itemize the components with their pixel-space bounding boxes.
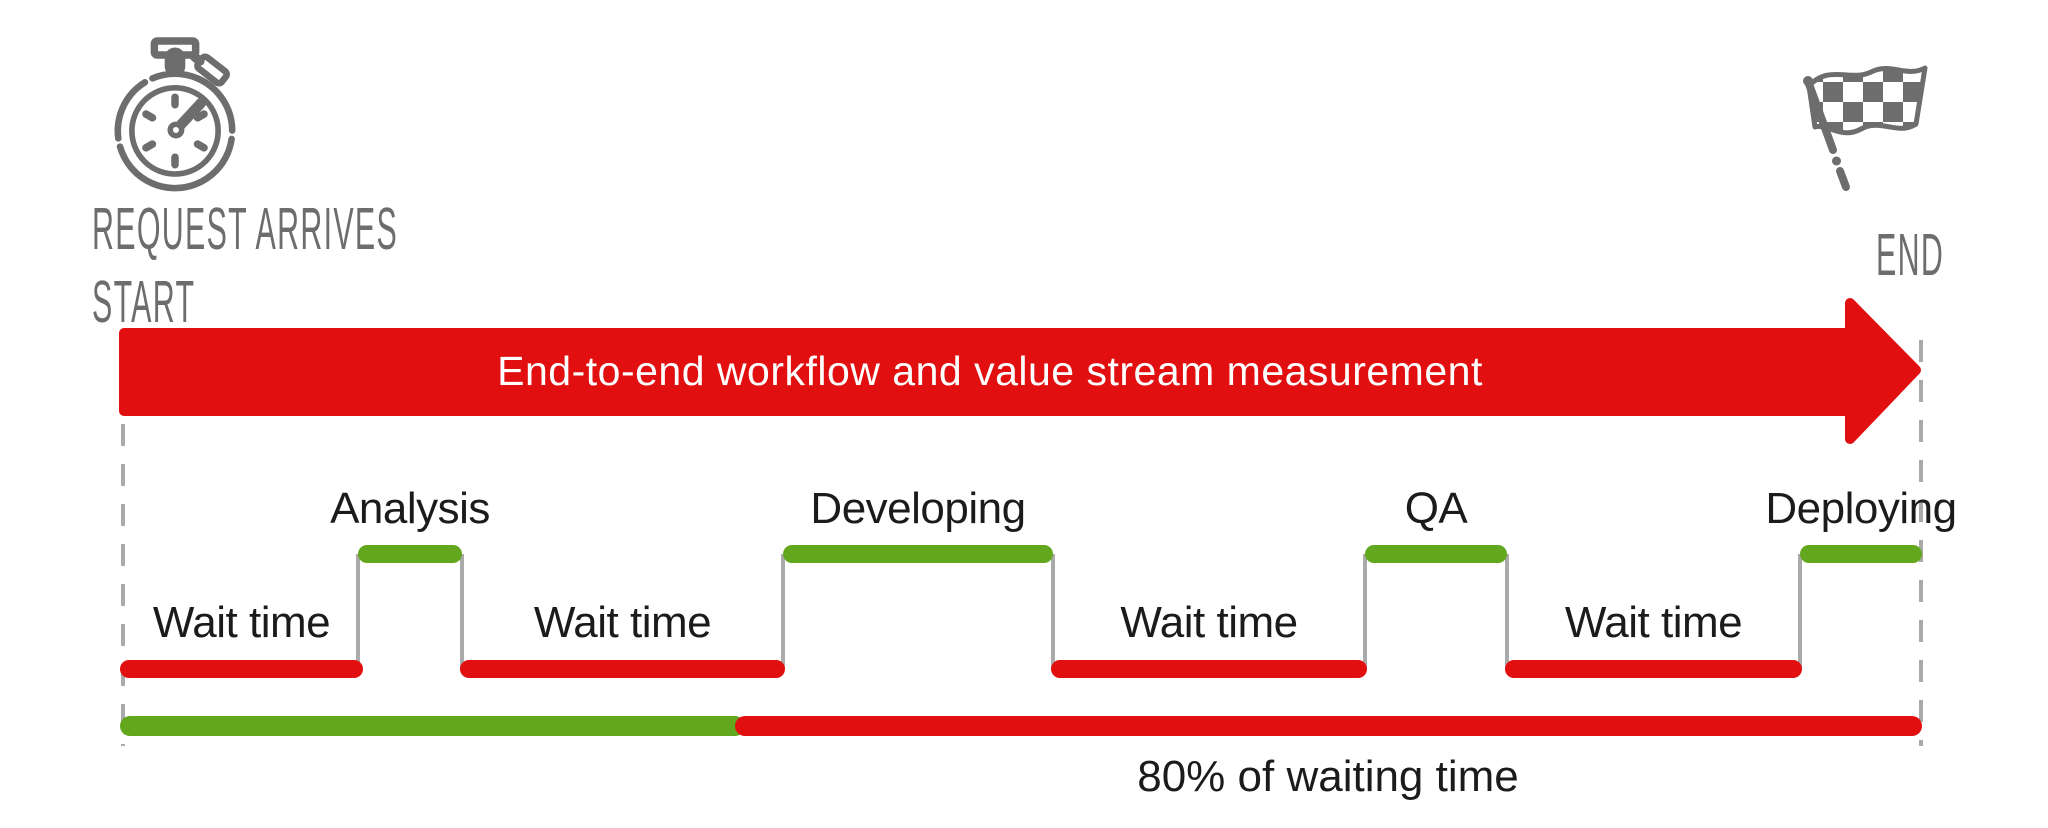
workflow-arrow bbox=[119, 298, 1921, 444]
step-connector bbox=[1051, 554, 1055, 669]
start-label: REQUEST ARRIVES START bbox=[92, 192, 398, 338]
wait-segment bbox=[1505, 660, 1802, 678]
segment-label: Developing bbox=[810, 484, 1026, 533]
segment-label: Wait time bbox=[1564, 598, 1743, 647]
wait-segment bbox=[1051, 660, 1367, 678]
end-label: END bbox=[1876, 220, 1945, 289]
stopwatch-icon bbox=[114, 37, 236, 192]
activity-segment bbox=[783, 545, 1053, 563]
wait-segment bbox=[120, 660, 363, 678]
activity-segment bbox=[1365, 545, 1507, 563]
segment-label: Wait time bbox=[1120, 598, 1298, 647]
start-label-line2: START bbox=[92, 267, 196, 336]
step-connector bbox=[1363, 554, 1367, 669]
step-connector bbox=[781, 554, 785, 669]
summary-label: 80% of waiting time bbox=[1137, 752, 1519, 801]
segment-label: Wait time bbox=[533, 598, 712, 647]
segment-label: Deploying bbox=[1765, 484, 1957, 533]
segment-label: QA bbox=[1404, 484, 1468, 533]
step-connector bbox=[1505, 554, 1509, 669]
workflow-arrow-label: End-to-end workflow and value stream mea… bbox=[497, 347, 1483, 394]
segment-label: Wait time bbox=[152, 598, 331, 647]
activity-segment bbox=[1800, 545, 1922, 563]
step-connector bbox=[1798, 554, 1802, 669]
step-connector bbox=[460, 554, 464, 669]
activity-segment bbox=[358, 545, 462, 563]
checkered-flag-icon bbox=[1803, 65, 1928, 191]
wait-segment bbox=[460, 660, 785, 678]
summary-bar-active-portion bbox=[120, 716, 745, 736]
step-connector bbox=[356, 554, 360, 669]
start-label-line1: REQUEST ARRIVES bbox=[92, 194, 399, 263]
summary-bar-waiting-portion bbox=[735, 716, 1922, 736]
segment-label: Analysis bbox=[330, 484, 490, 533]
